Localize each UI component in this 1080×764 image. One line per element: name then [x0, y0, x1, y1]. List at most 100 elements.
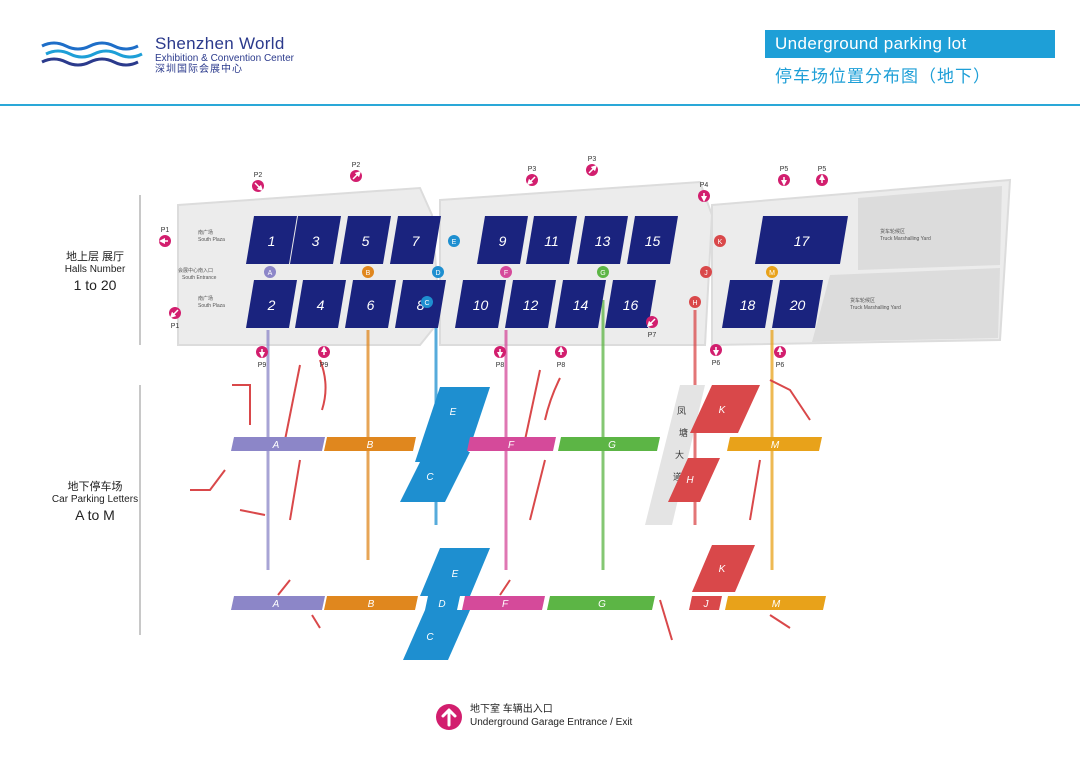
logo-waves-icon [41, 41, 143, 67]
parking-lower-label-A: A [272, 599, 280, 610]
hall-label-7: 7 [412, 233, 421, 249]
parking-upper-label-H: H [686, 475, 694, 486]
entrance-label-15: P9 [320, 362, 329, 369]
hall-13[interactable] [577, 216, 628, 264]
hall-15[interactable] [627, 216, 678, 264]
parking-upper-G[interactable] [558, 437, 660, 451]
entrance-arrow-icon [646, 318, 656, 328]
hall-marker-label-C: C [424, 300, 429, 307]
parking-upper-F[interactable] [467, 437, 556, 451]
hall-marker-C [421, 296, 433, 308]
entrance-arrow-icon [588, 164, 598, 174]
parking-lower-label-K: K [719, 564, 727, 575]
parking-lower-F[interactable] [462, 596, 545, 610]
logo-name: Shenzhen World [155, 34, 285, 53]
road-char-2: 塘 [679, 427, 688, 438]
hall-marker-F [500, 266, 512, 278]
hall-3[interactable] [290, 216, 341, 264]
south-entrance-en: South Entrance [182, 275, 217, 281]
entrance-label-14: P9 [258, 362, 267, 369]
halls-legend: 地上层 展厅 Halls Number 1 to 20 [40, 248, 150, 293]
parking-lower-C[interactable] [403, 610, 470, 660]
hall-11[interactable] [526, 216, 577, 264]
footer-cn: 地下室 车辆出入口 [470, 704, 553, 715]
parking-lower-B[interactable] [324, 596, 418, 610]
hall-6[interactable] [345, 280, 396, 328]
parking-lower-M[interactable] [725, 596, 826, 610]
parking-lower-G[interactable] [547, 596, 655, 610]
hall-label-17: 17 [794, 233, 811, 249]
entrance-label-9: P6 [712, 360, 721, 367]
footer-en: Underground Garage Entrance / Exit [470, 717, 633, 728]
parking-lower-D[interactable] [425, 596, 460, 610]
parking-upper-label-E: E [450, 407, 457, 418]
parking-lower-J[interactable] [689, 596, 722, 610]
parking-lower-label-C: C [426, 632, 434, 643]
hall-16[interactable] [605, 280, 656, 328]
parking-upper-label-B: B [367, 440, 374, 451]
hall-12[interactable] [505, 280, 556, 328]
header-divider [0, 104, 1080, 106]
parking-lower-label-E: E [452, 569, 459, 580]
parking-lower-label-D: D [438, 599, 445, 610]
hall-label-8: 8 [417, 297, 425, 313]
entrance-arrow-icon [352, 170, 362, 180]
hall-9[interactable] [477, 216, 528, 264]
hall-18[interactable] [722, 280, 773, 328]
south-plaza-cn-2: 南广场 [198, 295, 213, 302]
hall-marker-label-K: K [718, 239, 723, 246]
hall-2[interactable] [246, 280, 297, 328]
parking-upper-label-C: C [426, 472, 434, 483]
hall-5[interactable] [340, 216, 391, 264]
parking-upper-K[interactable] [690, 385, 760, 433]
parking-upper-H[interactable] [668, 458, 720, 502]
halls-legend-cn: 地上层 展厅 [65, 251, 125, 263]
hall-label-13: 13 [595, 233, 611, 249]
hall-7[interactable] [390, 216, 441, 264]
halls-legend-range: 1 to 20 [73, 277, 117, 293]
parking-upper-B[interactable] [324, 437, 416, 451]
parking-lower-A[interactable] [231, 596, 325, 610]
truck-yard-cn-1: 货车轮候区 [880, 228, 905, 235]
parking-legend-rule [139, 385, 141, 635]
parking-legend: 地下停车场 Car Parking Letters A to M [40, 478, 150, 523]
hall-8[interactable] [395, 280, 446, 328]
hall-marker-label-H: H [692, 300, 697, 307]
hall-20[interactable] [772, 280, 823, 328]
hall-marker-B [362, 266, 374, 278]
hall-4[interactable] [295, 280, 346, 328]
hall-10[interactable] [455, 280, 506, 328]
parking-lower-label-G: G [598, 599, 606, 610]
hall-marker-K [714, 235, 726, 247]
hall-1[interactable] [246, 216, 297, 264]
entrance-label-11: P7 [648, 332, 657, 339]
hall-marker-G [597, 266, 609, 278]
entrance-arrow-icon [254, 182, 264, 192]
road-char-1: 凤 [677, 406, 686, 416]
parking-upper-C[interactable] [400, 452, 470, 502]
hall-marker-label-D: D [435, 270, 440, 277]
halls-legend-en: Halls Number [64, 264, 126, 275]
parking-upper-M[interactable] [727, 437, 822, 451]
parking-lower-E[interactable] [420, 548, 490, 596]
hall-17[interactable] [755, 216, 848, 264]
parking-upper-label-G: G [608, 440, 616, 451]
entrance-label-6: P4 [700, 182, 709, 189]
hall-marker-A [264, 266, 276, 278]
truck-yard-en-2: Truck Marshalling Yard [850, 305, 901, 311]
hall-label-10: 10 [473, 297, 489, 313]
hall-marker-D [432, 266, 444, 278]
entrance-label-13: P8 [557, 362, 566, 369]
entrance-exit-icon [436, 704, 462, 730]
hall-14[interactable] [555, 280, 606, 328]
entrance-label-7: P5 [780, 166, 789, 173]
hall-marker-label-M: M [769, 270, 775, 277]
entrance-label-0: P1 [161, 227, 170, 234]
parking-legend-range: A to M [75, 507, 115, 523]
entrance-label-4: P3 [528, 166, 537, 173]
parking-upper-A[interactable] [231, 437, 325, 451]
hall-label-18: 18 [740, 297, 756, 313]
south-plaza-en-2: South Plaza [198, 303, 225, 309]
parking-lower-K[interactable] [692, 545, 755, 592]
